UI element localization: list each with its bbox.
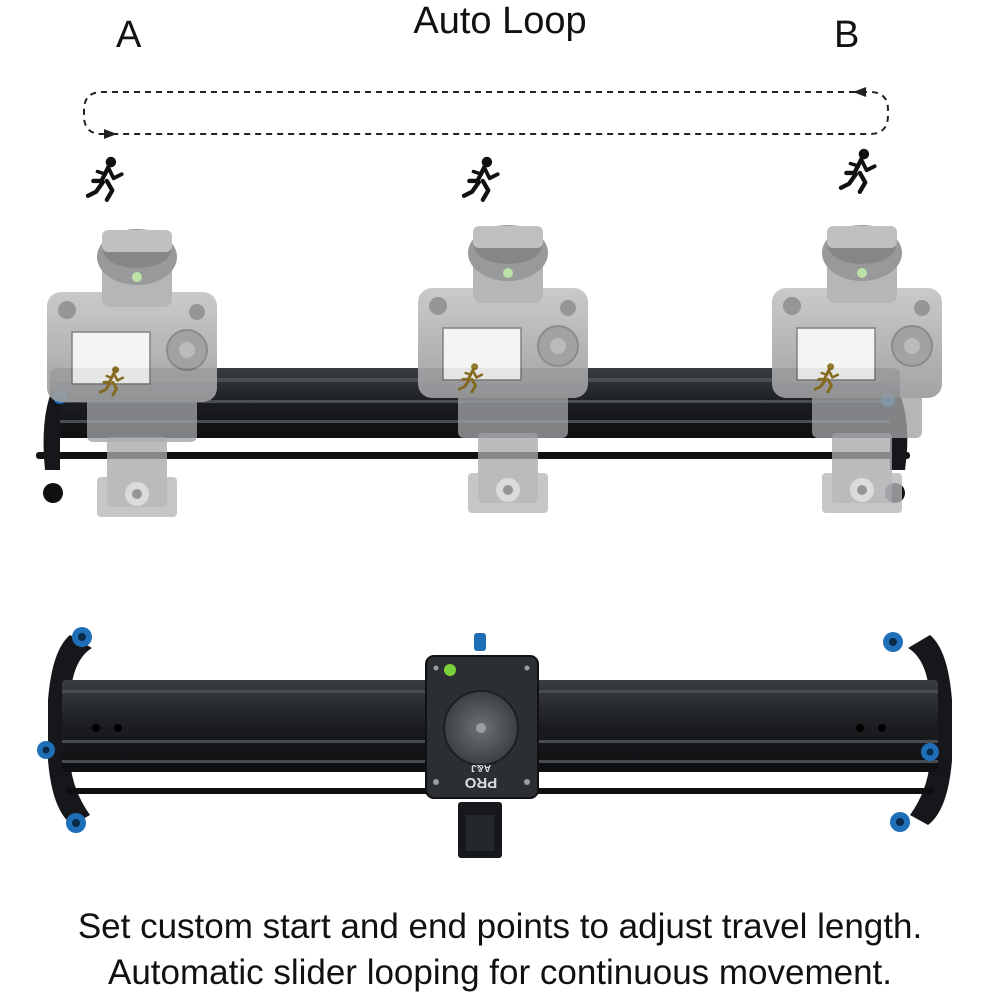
dashed-loop-arrow-icon: [83, 91, 889, 135]
camera-position-a: [46, 228, 218, 518]
arrow-head-right-icon: [104, 129, 117, 139]
arrow-head-left-icon: [853, 87, 866, 97]
caption-line-2: Automatic slider looping for continuous …: [107, 953, 892, 992]
brand-logo-text: PRO: [464, 774, 497, 791]
slider-illustration: PRO A&J: [36, 87, 952, 858]
running-person-icon: [841, 149, 875, 191]
page-title: Auto Loop: [413, 0, 587, 42]
point-b-label: B: [834, 14, 860, 56]
running-person-icon: [464, 157, 498, 199]
point-a-label: A: [116, 14, 142, 56]
bottom-slider: [37, 627, 952, 858]
caption-line-1: Set custom start and end points to adjus…: [77, 907, 923, 946]
running-person-icon: [88, 157, 122, 199]
camera-position-middle: [417, 224, 589, 514]
brand-prefix-text: A&J: [471, 762, 491, 773]
camera-position-b: [771, 224, 943, 514]
